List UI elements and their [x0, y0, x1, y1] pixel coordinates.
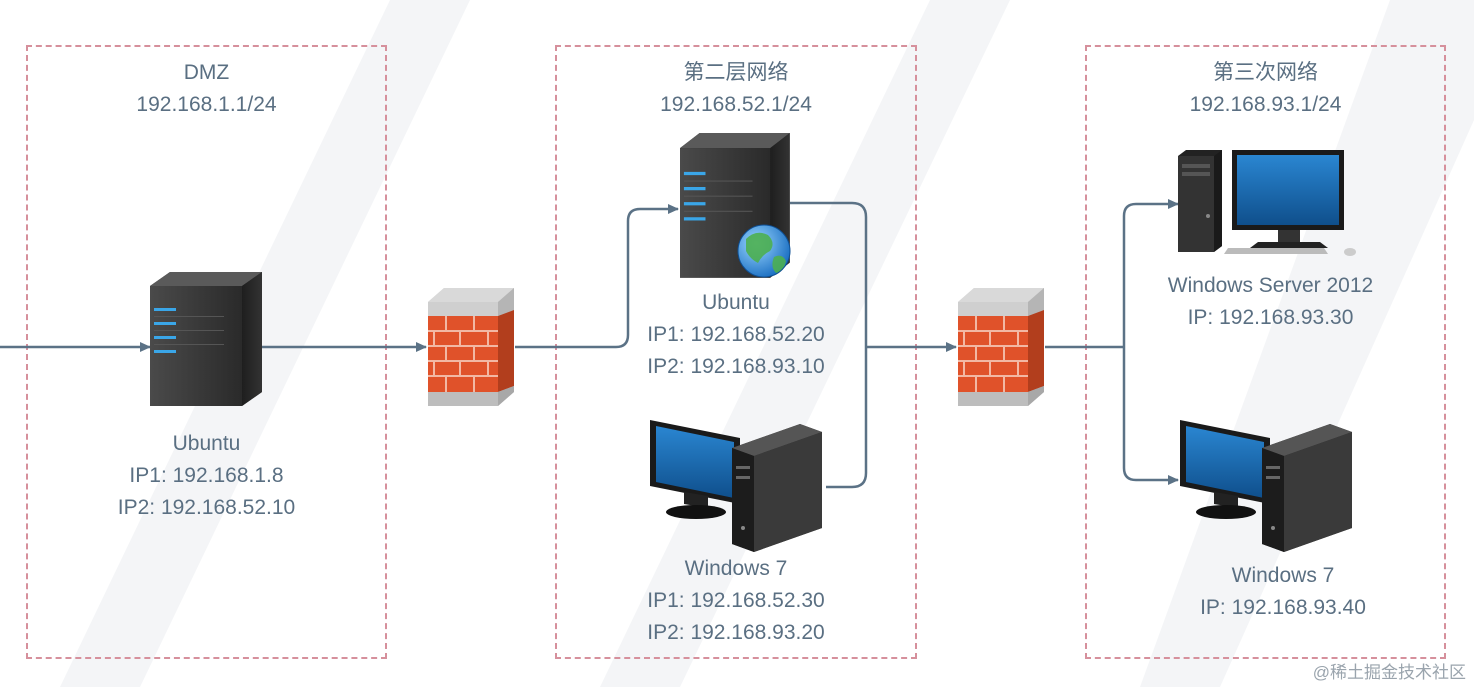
- link-l3-to-win7: [1122, 347, 1179, 485]
- firewall-icon: [427, 287, 515, 407]
- watermark-text: @稀土掘金技术社区: [1312, 663, 1466, 682]
- node-name: Ubuntu: [702, 291, 770, 314]
- zone-subnet: 192.168.1.1/24: [136, 93, 277, 116]
- node-label-l2-win7: Windows 7 IP1: 192.168.52.30 IP2: 192.16…: [555, 553, 917, 649]
- node-ip1: IP1: 192.168.52.20: [647, 323, 825, 346]
- zone-dmz-boundary: [26, 45, 387, 659]
- node-name: Ubuntu: [172, 432, 241, 455]
- tower-pc-icon: [1180, 420, 1352, 552]
- firewall-icon: [957, 287, 1045, 407]
- link-firewall-1-to-l2-ubuntu: [515, 204, 679, 349]
- link-l2-ubuntu-to-junction: [790, 201, 868, 347]
- desktop-computer-icon: [1178, 150, 1356, 256]
- node-label-l3-win7: Windows 7 IP: 192.168.93.40: [1085, 560, 1474, 624]
- zone-title: 第三次网络: [1213, 61, 1318, 84]
- zone-layer3-header: 第三次网络 192.168.93.1/24: [1085, 57, 1446, 121]
- zone-layer2-header: 第二层网络 192.168.52.1/24: [555, 57, 917, 121]
- node-label-l2-ubuntu: Ubuntu IP1: 192.168.52.20 IP2: 192.168.9…: [555, 287, 917, 383]
- zone-layer2-boundary: [555, 45, 917, 659]
- zone-layer3-boundary: [1085, 45, 1446, 659]
- node-ip: IP: 192.168.93.30: [1187, 306, 1354, 329]
- node-label-dmz-ubuntu: Ubuntu IP1: 192.168.1.8 IP2: 192.168.52.…: [26, 428, 387, 524]
- node-ip2: IP2: 192.168.52.10: [117, 496, 296, 519]
- tower-pc-icon: [650, 420, 822, 552]
- node-name: Windows Server 2012: [1167, 274, 1374, 297]
- node-ip1: IP1: 192.168.1.8: [129, 464, 284, 487]
- node-ip2: IP2: 192.168.93.20: [647, 621, 825, 644]
- node-ip: IP: 192.168.93.40: [1200, 596, 1366, 619]
- zone-title: 第二层网络: [683, 61, 789, 84]
- node-name: Windows 7: [1231, 564, 1335, 587]
- node-ip2: IP2: 192.168.93.10: [647, 355, 825, 378]
- link-l2-win7-to-junction: [826, 347, 868, 489]
- connector-lines: [0, 199, 1179, 489]
- node-label-l3-winserver: Windows Server 2012 IP: 192.168.93.30: [1085, 270, 1456, 334]
- zone-dmz-header: DMZ 192.168.1.1/24: [26, 57, 387, 121]
- node-ip1: IP1: 192.168.52.30: [647, 589, 825, 612]
- web-server-icon: [680, 133, 791, 278]
- node-name: Windows 7: [684, 557, 788, 580]
- link-l3-to-winserver: [1122, 199, 1179, 347]
- zone-title: DMZ: [183, 61, 230, 84]
- server-icon: [150, 272, 262, 406]
- zone-subnet: 192.168.52.1/24: [660, 93, 812, 116]
- zone-subnet: 192.168.93.1/24: [1189, 93, 1342, 116]
